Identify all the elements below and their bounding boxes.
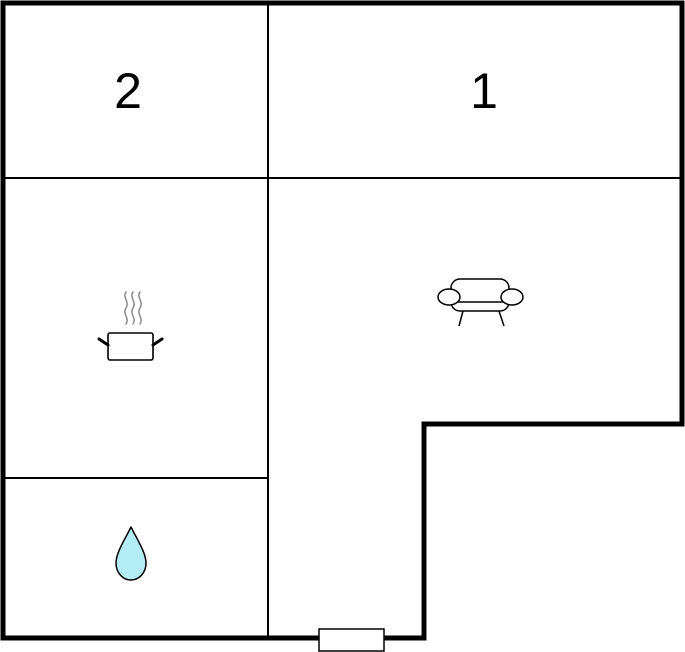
cooking-pot-icon (97, 291, 164, 361)
water-drop-icon (115, 526, 147, 581)
steam-icon (124, 291, 142, 325)
room-label-1: 1 (470, 63, 498, 119)
entrance-door-icon (318, 628, 385, 652)
sofa-icon (437, 278, 524, 327)
room-label-2: 2 (114, 63, 142, 119)
interior-walls (3, 3, 682, 638)
